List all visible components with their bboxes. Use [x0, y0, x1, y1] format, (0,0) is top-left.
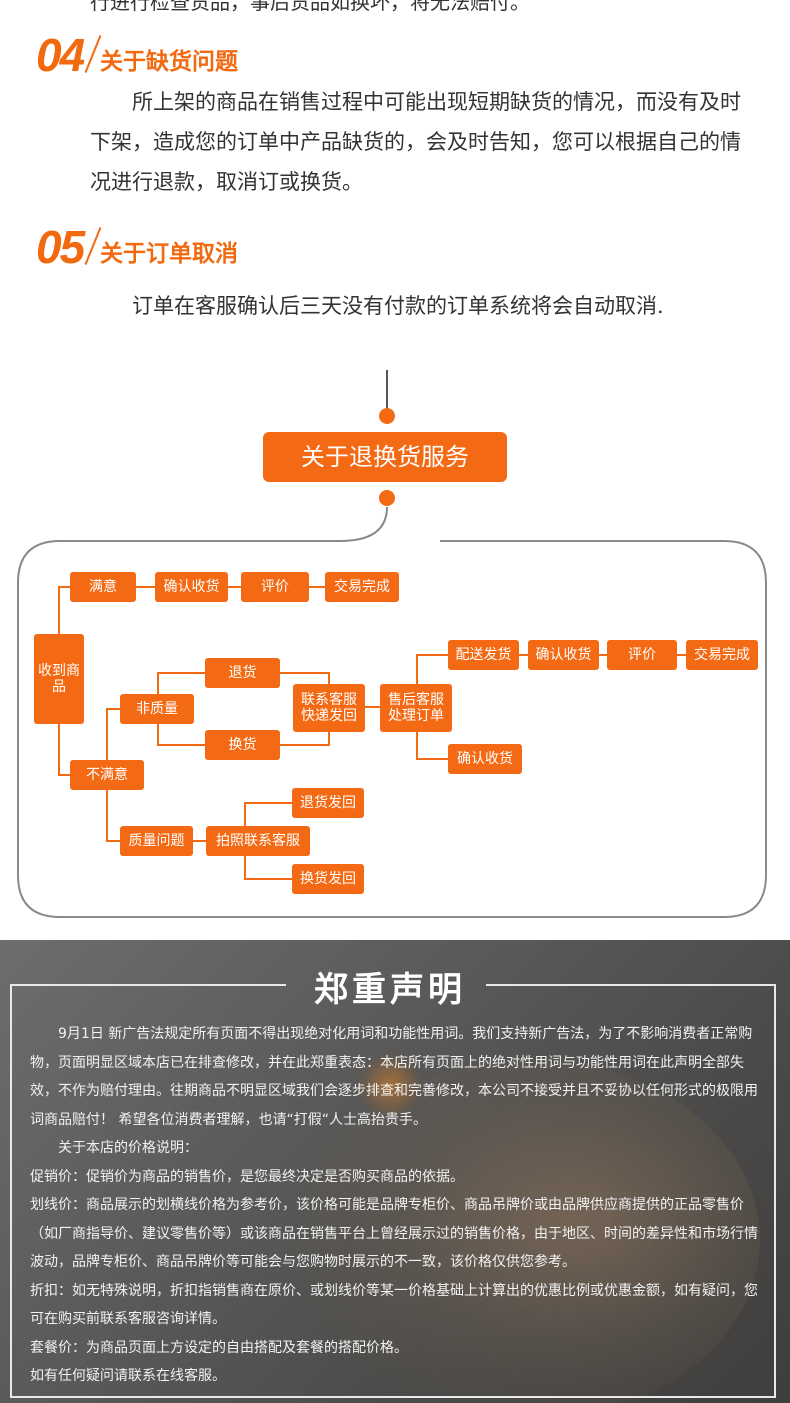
flow-line: [58, 586, 72, 588]
flow-node-photo-contact: 拍照联系客服: [206, 826, 310, 856]
connector-dot: [379, 490, 395, 506]
flow-line: [58, 586, 60, 636]
flow-node-complete: 交易完成: [325, 572, 399, 602]
flow-node-after-sales: 售后客服处理订单: [380, 684, 452, 732]
flow-line: [192, 840, 206, 842]
top-partial-text: 行进行检查货品，事后货品如换坏，将无法赔付。: [90, 0, 530, 14]
declaration-frame: [10, 984, 776, 1398]
flow-node-received: 收到商品: [34, 634, 84, 724]
declaration-paragraph: 套餐价：为商品页面上方设定的自由搭配及套餐的搭配价格。: [30, 1339, 408, 1356]
flow-node-non-quality: 非质量: [120, 694, 194, 724]
section-title-out-of-stock: 关于缺货问题: [100, 49, 238, 75]
flow-node-return-ship-back: 退货发回: [292, 788, 364, 818]
section-slash-decoration: [84, 227, 102, 265]
flow-line: [106, 840, 120, 842]
background-hand-image: [300, 1060, 760, 1403]
flow-node-satisfied: 满意: [70, 572, 136, 602]
flow-node-confirm-receipt: 确认收货: [155, 572, 228, 602]
declaration-paragraph: 促销价：促销价为商品的销售价，是您最终决定是否购买商品的依据。: [30, 1168, 464, 1185]
flow-line: [227, 586, 241, 588]
flow-line: [518, 654, 528, 656]
flow-line: [106, 708, 120, 710]
flow-line: [416, 758, 448, 760]
flow-node-exchange-ship-back: 换货发回: [292, 864, 364, 894]
flow-line: [135, 586, 155, 588]
flow-line: [244, 878, 292, 880]
flow-node-review: 评价: [241, 572, 309, 602]
flow-node-return: 退货: [205, 658, 280, 688]
declaration-paragraph: 关于本店的价格说明：: [58, 1140, 198, 1156]
flow-node-contact-cs-label: 联系客服快递发回: [301, 692, 357, 724]
flow-line: [157, 744, 205, 746]
flow-line: [364, 706, 380, 708]
flow-node-complete-2: 交易完成: [686, 640, 758, 670]
declaration-panel: 郑重声明 9月1日 新广告法规定所有页面不得出现绝对化用词和功能性用词。我们支持…: [0, 940, 790, 1403]
flow-line: [244, 802, 292, 804]
flow-line: [328, 732, 330, 746]
flow-node-exchange: 换货: [205, 730, 280, 760]
flow-node-contact-cs: 联系客服快递发回: [293, 684, 365, 732]
connector-dot: [379, 408, 395, 424]
flow-line: [328, 672, 330, 684]
flow-line: [676, 654, 686, 656]
flowchart-frame: [17, 506, 767, 918]
declaration-text: 9月1日 新广告法规定所有页面不得出现绝对化用词和功能性用词。我们支持新广告法，…: [30, 1020, 760, 1391]
declaration-paragraph: 折扣：如无特殊说明，折扣指销售商在原价、或划线价等某一价格基础上计算出的优惠比例…: [30, 1282, 758, 1328]
flow-line: [279, 744, 329, 746]
flow-node-after-sales-label: 售后客服处理订单: [388, 692, 444, 724]
flow-line: [309, 586, 325, 588]
flow-line: [157, 672, 205, 674]
flow-line: [58, 774, 72, 776]
connector-line: [386, 370, 388, 410]
flow-line: [279, 672, 329, 674]
declaration-paragraph: 划线价：商品展示的划横线价格为参考价，该价格可能是品牌专柜价、商品吊牌价或由品牌…: [30, 1197, 758, 1270]
flow-node-confirm-receipt-3: 确认收货: [448, 744, 522, 774]
flow-node-ship-out: 配送发货: [448, 640, 519, 670]
section-slash-decoration: [84, 35, 102, 73]
section-title-order-cancel: 关于订单取消: [100, 241, 238, 267]
declaration-paragraph: 如有任何疑问请联系在线客服。: [30, 1368, 226, 1384]
frame-top-right: [486, 984, 774, 986]
section-number-04: 04: [36, 29, 85, 81]
flow-node-unsatisfied: 不满意: [70, 760, 144, 790]
flow-line: [416, 654, 448, 656]
section-body-order-cancel: 订单在客服确认后三天没有付款的订单系统将会自动取消.: [132, 294, 664, 318]
section-body-out-of-stock: 所上架的商品在销售过程中可能出现短期缺货的情况，而没有及时下架，造成您的订单中产…: [90, 90, 741, 194]
declaration-title: 郑重声明: [314, 970, 466, 1010]
frame-top-left: [10, 984, 286, 986]
flow-node-review-2: 评价: [607, 640, 677, 670]
declaration-paragraph: 9月1日 新广告法规定所有页面不得出现绝对化用词和功能性用词。我们支持新广告法，…: [30, 1026, 758, 1128]
flow-node-quality-issue: 质量问题: [120, 826, 193, 856]
flow-line: [58, 724, 60, 774]
flow-node-confirm-receipt-2: 确认收货: [528, 640, 599, 670]
flowchart-title: 关于退换货服务: [263, 432, 507, 482]
flow-line: [598, 654, 608, 656]
section-number-05: 05: [36, 221, 85, 273]
background-ring-image: [360, 1055, 420, 1115]
